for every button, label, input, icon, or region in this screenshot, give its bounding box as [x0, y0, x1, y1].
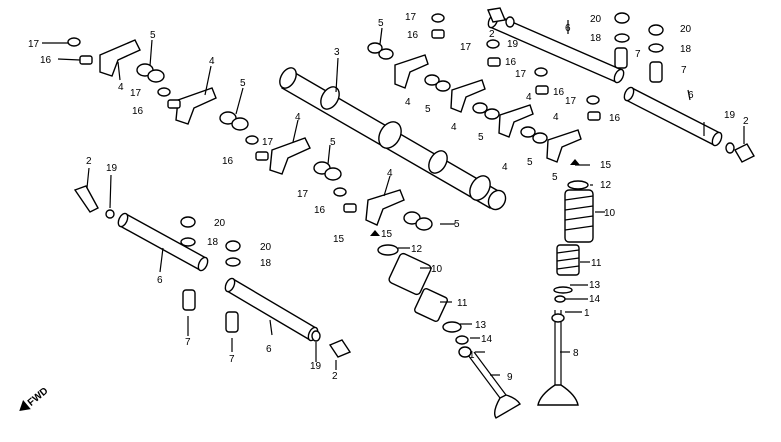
callout-label: 17: [297, 189, 309, 200]
callout-label: 17: [130, 88, 142, 99]
callout-label: 5: [478, 132, 484, 143]
callout-label: 5: [378, 18, 384, 29]
callout-label: 5: [330, 137, 336, 148]
callout-label: 17: [565, 96, 577, 107]
callout-label: 7: [635, 49, 641, 60]
callout-label: 4: [295, 112, 301, 123]
callout-label: 7: [185, 337, 191, 348]
callout-label: 17: [28, 39, 40, 50]
callout-label: 4: [405, 97, 411, 108]
callout-label: 16: [222, 156, 234, 167]
callout-label: 5: [527, 157, 533, 168]
callout-label: 7: [681, 65, 687, 76]
callout-label: 16: [132, 106, 144, 117]
camshaft: [279, 57, 507, 211]
callout-label: 19: [724, 110, 736, 121]
callout-label: 12: [600, 180, 612, 191]
callout-label: 7: [229, 354, 235, 365]
bolts-pins-washers: [73, 7, 755, 358]
callout-label: 5: [240, 78, 246, 89]
callout-label: 14: [589, 294, 601, 305]
callout-label: 18: [207, 237, 219, 248]
callout-label: 11: [457, 298, 468, 309]
callout-label: 17: [460, 42, 472, 53]
callout-label: 5: [150, 30, 156, 41]
callout-label: 18: [680, 44, 692, 55]
callout-label: 19: [507, 39, 519, 50]
callout-label: 20: [214, 218, 226, 229]
callout-label: 4: [118, 82, 124, 93]
callout-label: 17: [262, 137, 274, 148]
valve-center: [467, 351, 521, 419]
callout-label: 15: [600, 160, 612, 171]
callout-label: 5: [552, 172, 558, 183]
callout-label: 10: [604, 208, 616, 219]
callout-label: 18: [590, 33, 602, 44]
callout-label: 2: [332, 371, 338, 382]
callout-label: 14: [481, 334, 493, 345]
adjusters-and-locknuts: [67, 13, 601, 213]
callout-label: 8: [573, 348, 579, 359]
callout-label: 19: [310, 361, 322, 372]
rocker-shaft-right: [623, 86, 723, 147]
fwd-arrow-icon: [19, 399, 31, 411]
callout-label: 16: [609, 113, 621, 124]
callout-label: 2: [489, 29, 495, 40]
callout-label: 4: [526, 92, 532, 103]
valve-right: [537, 310, 579, 406]
callout-label: 11: [591, 258, 602, 269]
callout-label: 10: [431, 264, 443, 275]
callout-label: 18: [260, 258, 272, 269]
rocker-arms: [99, 39, 582, 226]
callout-label: 3: [334, 47, 340, 58]
callout-label: 1: [469, 350, 475, 361]
fwd-label: FWD: [26, 386, 51, 409]
callout-label: 6: [688, 90, 694, 101]
callout-label: 5: [425, 104, 431, 115]
callout-label: 1: [584, 308, 590, 319]
callout-label: 5: [454, 219, 460, 230]
callout-label: 4: [387, 168, 393, 179]
callout-label: 13: [475, 320, 487, 331]
callout-label: 16: [505, 57, 517, 68]
valve-springs-center: [388, 252, 448, 322]
callout-label: 2: [86, 156, 92, 167]
rocker-shaft-left: [117, 212, 209, 272]
callout-label: 4: [209, 56, 215, 67]
callout-label: 4: [451, 122, 457, 133]
callout-label: 13: [589, 280, 601, 291]
leader-lines: [42, 20, 745, 376]
callout-label: 2: [743, 116, 749, 127]
callout-label: 15: [381, 229, 393, 240]
callout-label: 9: [507, 372, 513, 383]
callout-labels: 1 1 2 2 2 2 3 4 4 4 4 4 4 4 4 4 5 5 5 5 …: [28, 12, 749, 383]
callout-label: 4: [553, 112, 559, 123]
callout-label: 15: [333, 234, 345, 245]
callout-label: 20: [260, 242, 272, 253]
callout-label: 16: [40, 55, 52, 66]
valve-springs-right: [556, 189, 594, 276]
callout-label: 16: [553, 87, 565, 98]
callout-label: 20: [590, 14, 602, 25]
callout-label: 16: [314, 205, 326, 216]
callout-label: 17: [515, 69, 527, 80]
callout-label: 6: [157, 275, 163, 286]
retainers-and-seals: [370, 159, 589, 358]
callout-label: 6: [565, 23, 571, 34]
callout-label: 6: [266, 344, 272, 355]
callout-label: 19: [106, 163, 118, 174]
callout-label: 17: [405, 12, 417, 23]
callout-label: 4: [502, 162, 508, 173]
callout-label: 12: [411, 244, 423, 255]
callout-label: 20: [680, 24, 692, 35]
rocker-collars: [136, 42, 548, 231]
fwd-marker: FWD: [19, 386, 51, 411]
callout-label: 16: [407, 30, 419, 41]
